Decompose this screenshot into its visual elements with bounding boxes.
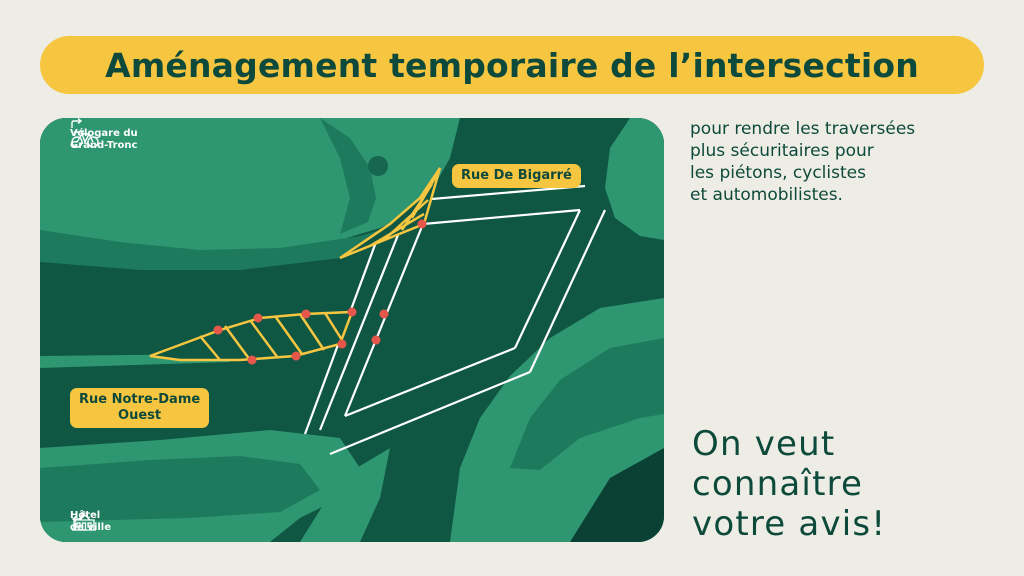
page-title: Aménagement temporaire de l’intersection (105, 45, 919, 85)
title-banner: Aménagement temporaire de l’intersection (40, 36, 984, 94)
temporary-zone-notre-dame (149, 310, 354, 362)
hatching (199, 312, 344, 361)
green-space (605, 118, 664, 240)
description-text: pour rendre les traversées plus sécurita… (690, 119, 916, 205)
green-space (510, 338, 664, 470)
call-to-action: On veut connaître votre avis! (692, 424, 887, 544)
green-space (40, 218, 420, 270)
roundabout-marker (368, 156, 388, 176)
street-label-rue-de-bigarre: Rue De Bigarré (452, 164, 581, 188)
street-label-rue-notre-dame-ouest: Rue Notre-Dame Ouest (70, 388, 210, 428)
map-graphic (40, 118, 664, 542)
temporary-zone-bigarre (339, 167, 442, 260)
hatching (369, 175, 438, 248)
arrow-turn-left-icon (71, 512, 83, 522)
arrow-turn-right-icon (71, 118, 83, 128)
velogare-label: Vélogare du Grand-Tronc (70, 118, 138, 152)
green-space (570, 448, 664, 542)
road-markings (303, 184, 606, 456)
bicycle-icon (71, 130, 99, 148)
green-space (320, 118, 376, 234)
green-space (300, 448, 390, 542)
building-icon (72, 511, 96, 531)
hotel-de-ville-label: Hôtel de ville (70, 510, 112, 533)
green-space (40, 456, 320, 522)
intersection-map: Rue De Bigarré Rue Notre-Dame Ouest Vélo… (40, 118, 664, 542)
bollard-markers (213, 219, 427, 365)
